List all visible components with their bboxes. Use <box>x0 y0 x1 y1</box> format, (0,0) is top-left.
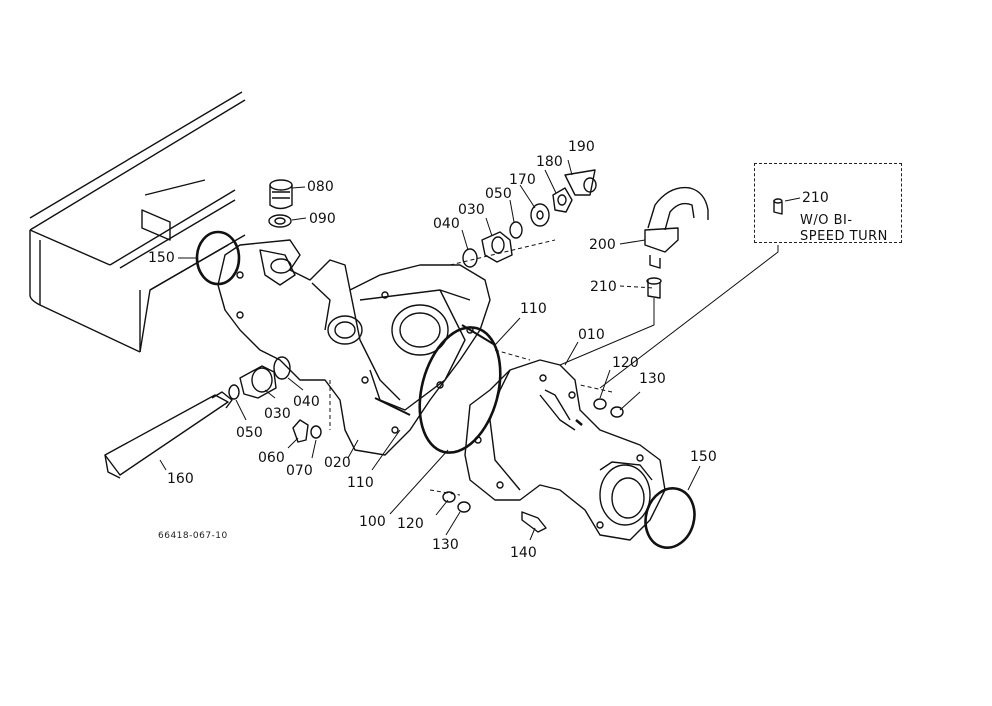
callout-150: 150 <box>148 250 175 266</box>
left-shaft-parts <box>104 356 411 479</box>
callout-060: 060 <box>258 450 285 466</box>
note-callout-210: 210 <box>802 190 829 206</box>
document-code: 66418-067-10 <box>158 531 228 541</box>
stud-110 <box>461 324 496 346</box>
callout-170: 170 <box>509 172 536 188</box>
callout-120: 120 <box>397 516 424 532</box>
o-ring-100 <box>418 326 502 454</box>
callout-140: 140 <box>510 545 537 561</box>
callout-080: 080 <box>307 179 334 195</box>
note-text: W/O BI- SPEED TURN <box>800 213 888 244</box>
callout-120: 120 <box>612 355 639 371</box>
fitting-210 <box>646 277 662 299</box>
plug-080 <box>269 179 293 210</box>
callout-110: 110 <box>520 301 547 317</box>
callout-180: 180 <box>536 154 563 170</box>
left-housing-020 <box>217 239 491 456</box>
callout-110: 110 <box>347 475 374 491</box>
callout-130: 130 <box>639 371 666 387</box>
callout-leaders <box>159 159 801 541</box>
frame-rail <box>29 91 246 353</box>
note-box <box>754 163 902 243</box>
callout-030: 030 <box>264 406 291 422</box>
top-shaft-parts <box>462 169 597 268</box>
callout-030: 030 <box>458 202 485 218</box>
o-ring-150-right <box>644 487 696 549</box>
callout-040: 040 <box>433 216 460 232</box>
callout-150: 150 <box>690 449 717 465</box>
nuts-and-bolts <box>442 398 624 533</box>
callout-100: 100 <box>359 514 386 530</box>
washer-090 <box>268 214 292 228</box>
callout-090: 090 <box>309 211 336 227</box>
callout-050: 050 <box>485 186 512 202</box>
callout-050: 050 <box>236 425 263 441</box>
right-housing-010 <box>464 359 666 541</box>
callout-020: 020 <box>324 455 351 471</box>
o-ring-150-left <box>195 230 241 286</box>
callout-160: 160 <box>167 471 194 487</box>
callout-040: 040 <box>293 394 320 410</box>
callout-200: 200 <box>589 237 616 253</box>
callout-070: 070 <box>286 463 313 479</box>
callout-130: 130 <box>432 537 459 553</box>
callout-190: 190 <box>568 139 595 155</box>
callout-010: 010 <box>578 327 605 343</box>
fitting-210-note <box>773 198 783 215</box>
callout-210: 210 <box>590 279 617 295</box>
pipe-200 <box>644 186 709 269</box>
